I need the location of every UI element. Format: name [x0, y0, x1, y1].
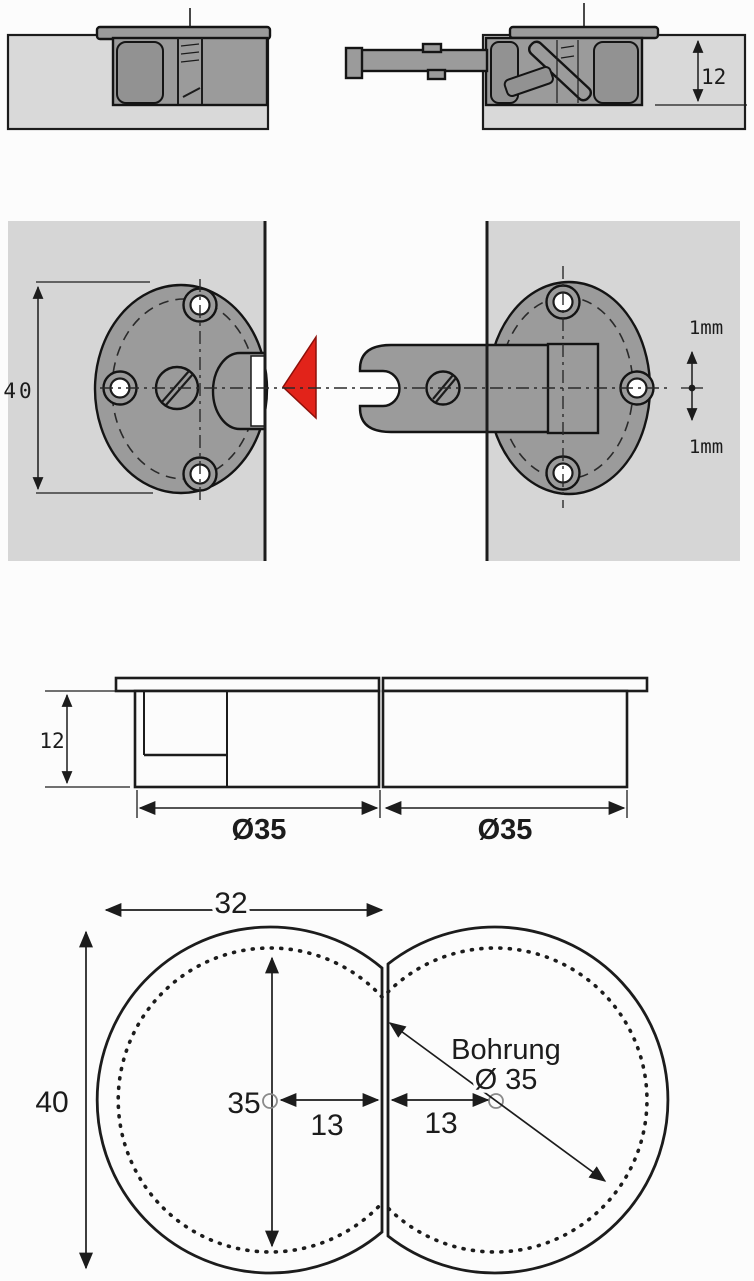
hinge-arm-end-block — [344, 46, 364, 80]
dim-line-bore-diagonal — [388, 1022, 607, 1182]
disc-outline-right — [386, 925, 670, 1275]
bore-label-line1: Bohrung — [451, 1034, 561, 1066]
section-plan-view: 32 40 35 13 13 Bohrung Ø 35 — [32, 884, 670, 1275]
cam-lever-bar — [527, 40, 593, 102]
flange-side-left — [114, 676, 381, 693]
cam-latch-piece — [503, 66, 554, 98]
body-side-right — [381, 689, 629, 789]
screw-thread-mark — [560, 55, 575, 59]
dim-text-depth-12-side: 12 — [39, 729, 64, 753]
hinge-arm-bottom-tab — [426, 68, 447, 81]
screw-slot — [432, 374, 454, 400]
bore-circle-dotted-left — [116, 946, 384, 1254]
bore-center-mark-left — [262, 1093, 278, 1109]
dim-text-dia35-right: Ø35 — [478, 814, 533, 846]
hinge-arm-side — [346, 48, 489, 73]
screw-holes-right — [545, 284, 655, 491]
screw-slot — [435, 377, 457, 403]
screw-slot — [165, 373, 194, 406]
screw-thread-mark — [180, 43, 200, 47]
dim-text-depth-12: 12 — [701, 65, 726, 89]
dim-text-height-40-plan: 40 — [35, 1086, 68, 1119]
flange-side-right — [381, 676, 649, 693]
latch-slot — [250, 355, 266, 427]
screw-thread-mark — [180, 59, 200, 63]
body-side-left — [133, 689, 381, 789]
section-top-cross-views: 12 — [6, 3, 747, 131]
dim-text-width-32: 32 — [214, 887, 247, 920]
cup-cavity-right — [593, 41, 639, 104]
dim-text-dia35-left: Ø35 — [232, 814, 287, 846]
section-side-view: 12 Ø35 Ø35 — [39, 676, 649, 850]
dim-text-height-40: 40 — [3, 379, 34, 403]
screw-slot — [161, 370, 190, 403]
adjustment-indicator: 1mm 1mm — [681, 317, 723, 458]
bore-circle-dotted-right — [386, 946, 649, 1254]
insert-direction-arrow-icon — [282, 334, 317, 420]
screw-thread-mark — [180, 51, 200, 55]
section-front-views: 40 — [3, 221, 740, 561]
cup-flange-right — [508, 25, 660, 40]
screw-tip-mark — [182, 87, 201, 98]
adjust-text-top: 1mm — [689, 317, 723, 339]
dim-text-offset-left-13: 13 — [310, 1109, 343, 1142]
cup-cavity-left — [116, 41, 164, 104]
disc-outline-left — [95, 925, 384, 1275]
screw-thread-mark — [560, 45, 575, 49]
bore-label-line2: Ø 35 — [475, 1064, 538, 1096]
dim-text-offset-right-13: 13 — [424, 1107, 457, 1140]
adjust-text-bottom: 1mm — [689, 436, 723, 458]
dim-text-bore-35: 35 — [227, 1087, 260, 1120]
hinge-arm-top-tab — [421, 42, 443, 54]
